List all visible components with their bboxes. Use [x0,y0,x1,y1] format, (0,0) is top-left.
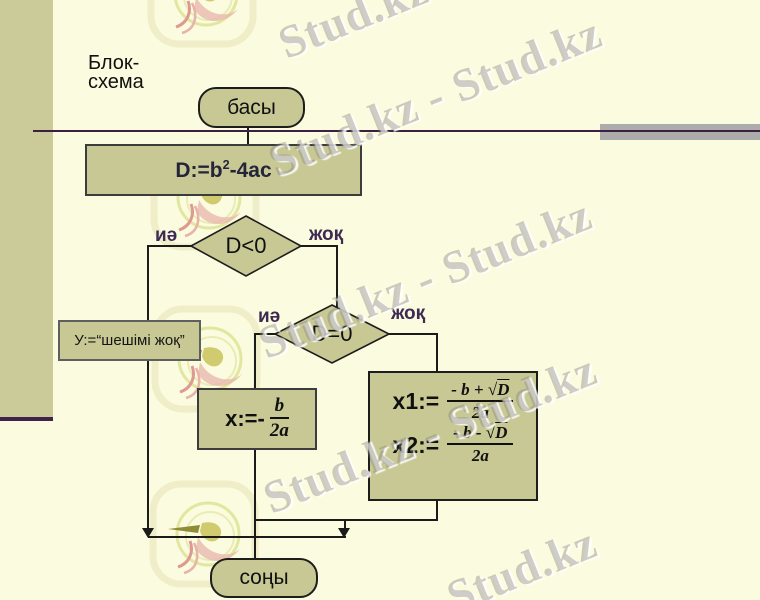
branch-yes-2: иә [258,306,281,327]
connector-no2-h [385,333,438,335]
no-solution-label: У:=“шешімі жоқ” [74,332,185,349]
decision-d-equals-zero: D=0 [274,304,390,364]
branch-no-2: жоқ [391,303,426,324]
x1-assign-prefix: x1:= [392,388,440,415]
x-assign-prefix: x:=- [225,406,265,431]
connector-yes2-v [254,333,256,390]
start-terminator: басы [198,87,305,128]
connector-no1-h [299,245,338,247]
arrowhead-merge-icon [338,528,350,538]
branch-no-1: жоқ [309,224,344,245]
connector-merge-h [255,519,438,521]
connector-yes1-v [147,245,149,530]
connector-yes2-h [255,333,280,335]
branch-yes-1: иә [155,225,178,246]
connector-start-to-process [247,128,249,145]
process-single-root: x:=- b 2a [197,388,317,450]
discriminant-formula: D:=b2-4ac [175,157,272,182]
process-no-solution: У:=“шешімі жоқ” [58,320,201,361]
radical-icon: √ [485,423,496,443]
x2-assign-prefix: x2:= [392,431,440,458]
connector-roots-down [436,500,438,521]
process-discriminant: D:=b2-4ac [85,144,362,196]
diamond-shape-icon [274,304,390,364]
gray-rule-segment [600,124,760,140]
x-fraction: b 2a [269,395,289,442]
roots-formulas: x1:= - b + √D 2a x2:= - b - √D 2a [393,381,514,466]
start-label: басы [227,95,276,119]
end-terminator: соңы [210,558,318,598]
x1-fraction: - b + √D 2a [447,380,514,422]
x2-fraction: - b - √D 2a [447,423,514,465]
connector-x-to-end [254,450,256,560]
decision1-label: D<0 [225,233,267,258]
connector-no1-v [336,245,338,308]
connector-junction-h [148,536,346,538]
radical-icon: √ [487,380,498,399]
connector-merge-down [344,519,346,530]
horizontal-rule [33,130,760,132]
process-two-roots: x1:= - b + √D 2a x2:= - b - √D 2a [368,371,538,501]
left-accent-bar [0,0,53,421]
decision2-label: D=0 [311,321,353,346]
decision-d-less-zero: D<0 [190,215,302,277]
arrowhead-left-icon [142,528,154,538]
connector-no2-v [436,333,438,373]
end-label: соңы [239,566,289,589]
slide-title: Блок- схема [88,52,144,93]
